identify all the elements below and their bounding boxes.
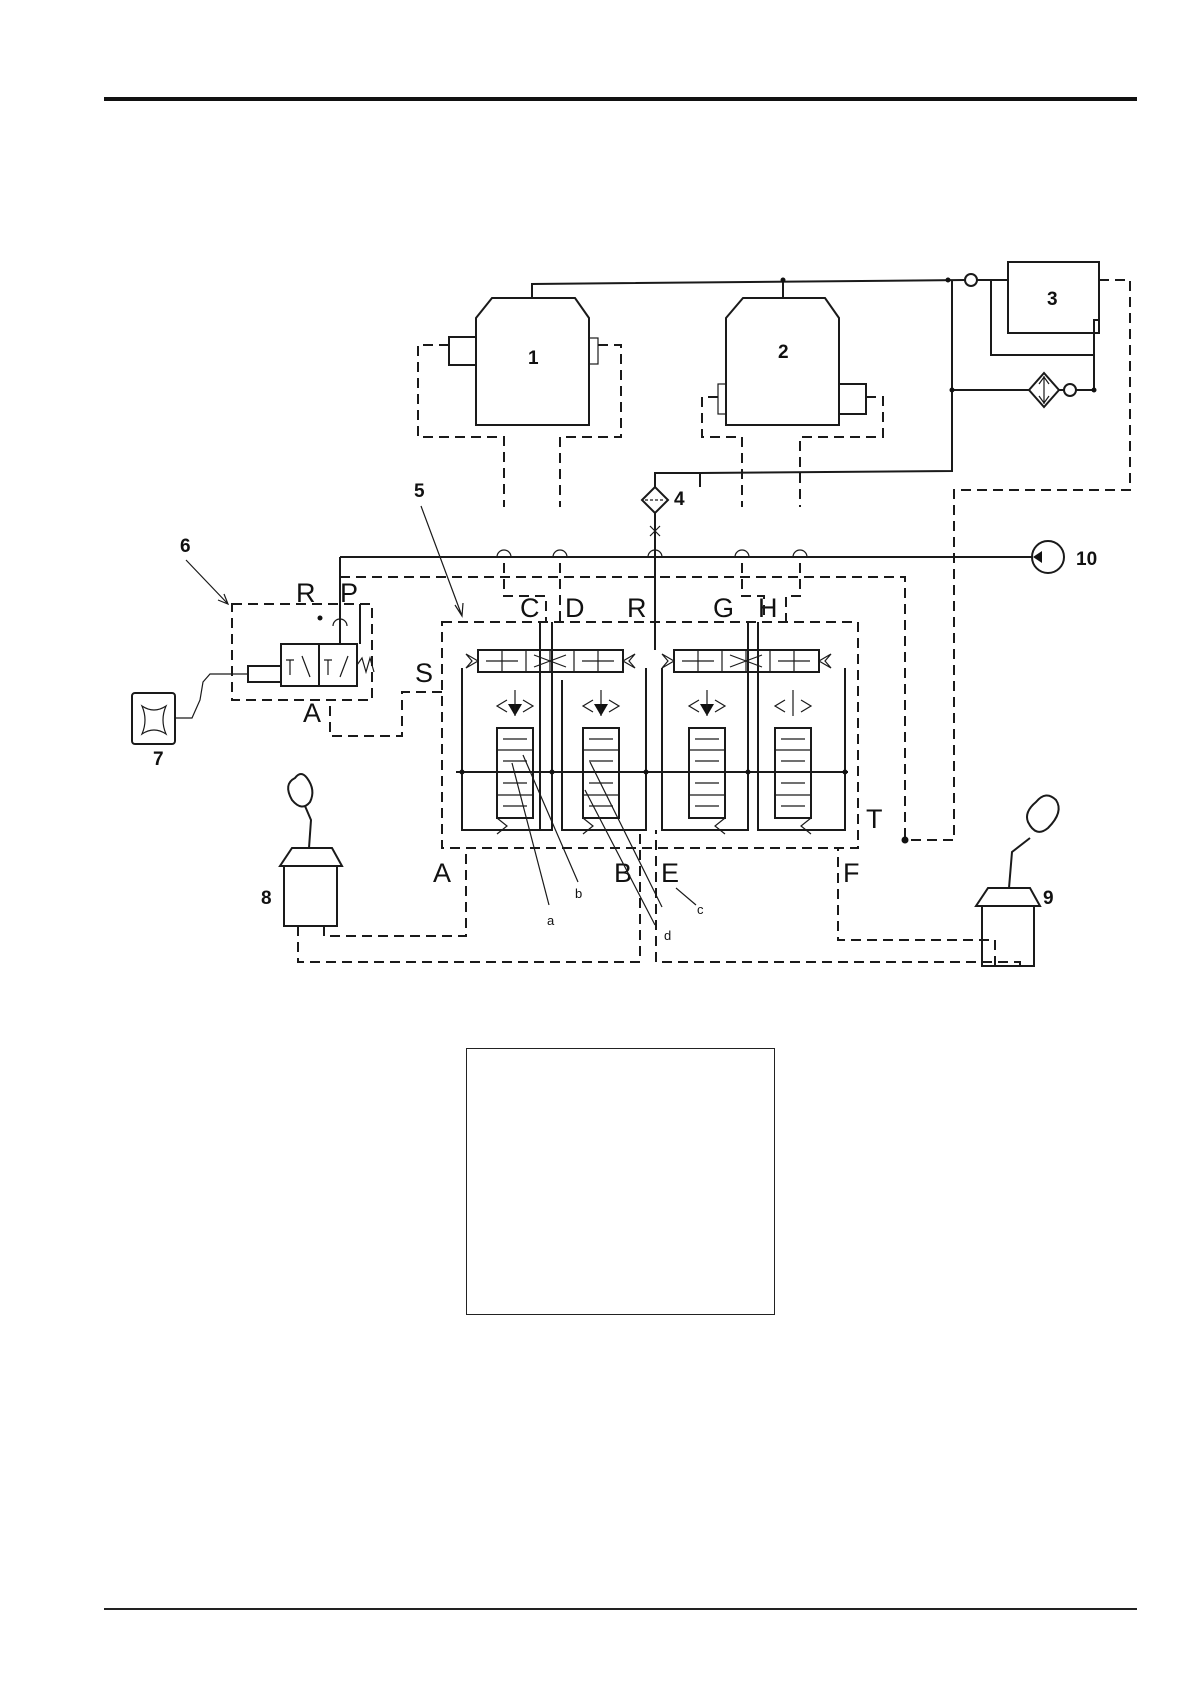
port-a-block: A	[433, 858, 451, 888]
spool-valve-1	[497, 690, 533, 834]
port-h: H	[758, 593, 778, 623]
port-r-block: R	[627, 593, 647, 623]
spool-valve-2	[583, 690, 619, 834]
label-4: 4	[674, 489, 685, 510]
port-a-valve: A	[303, 698, 321, 728]
blank-panel	[466, 1048, 775, 1315]
spool-valve-3	[689, 690, 725, 834]
control-block-5: 5 C D R G H S T A B E F	[414, 481, 883, 943]
port-f: F	[843, 858, 860, 888]
label-10: 10	[1076, 549, 1097, 570]
footer-rule	[104, 1608, 1137, 1610]
label-9: 9	[1043, 888, 1054, 909]
label-7: 7	[153, 749, 164, 770]
label-5: 5	[414, 481, 425, 502]
spool-label-c: c	[697, 902, 704, 917]
port-r-valve: R	[296, 578, 316, 608]
port-c: C	[520, 593, 540, 623]
switch-7: 7	[132, 674, 248, 770]
label-3: 3	[1047, 289, 1058, 310]
label-6: 6	[180, 536, 191, 557]
port-p-valve: P	[340, 578, 358, 608]
label-8: 8	[261, 888, 272, 909]
spool-label-d: d	[664, 928, 671, 943]
spool-label-b: b	[575, 886, 582, 901]
port-s: S	[415, 658, 433, 688]
label-2: 2	[778, 342, 789, 363]
pump-10: 10	[1032, 541, 1097, 573]
spool-valve-4	[775, 690, 811, 834]
reservoir-3: 3	[700, 262, 1130, 840]
spool-label-a: a	[547, 913, 555, 928]
filter-4: 4	[642, 473, 700, 650]
port-e: E	[661, 858, 679, 888]
port-t: T	[866, 804, 883, 834]
label-1: 1	[528, 348, 539, 369]
cylinder-2: 2	[702, 298, 883, 507]
solenoid-valve-6: 6 R P A	[180, 536, 374, 728]
cylinder-1: 1	[418, 298, 621, 507]
port-d: D	[565, 593, 585, 623]
port-g: G	[713, 593, 734, 623]
